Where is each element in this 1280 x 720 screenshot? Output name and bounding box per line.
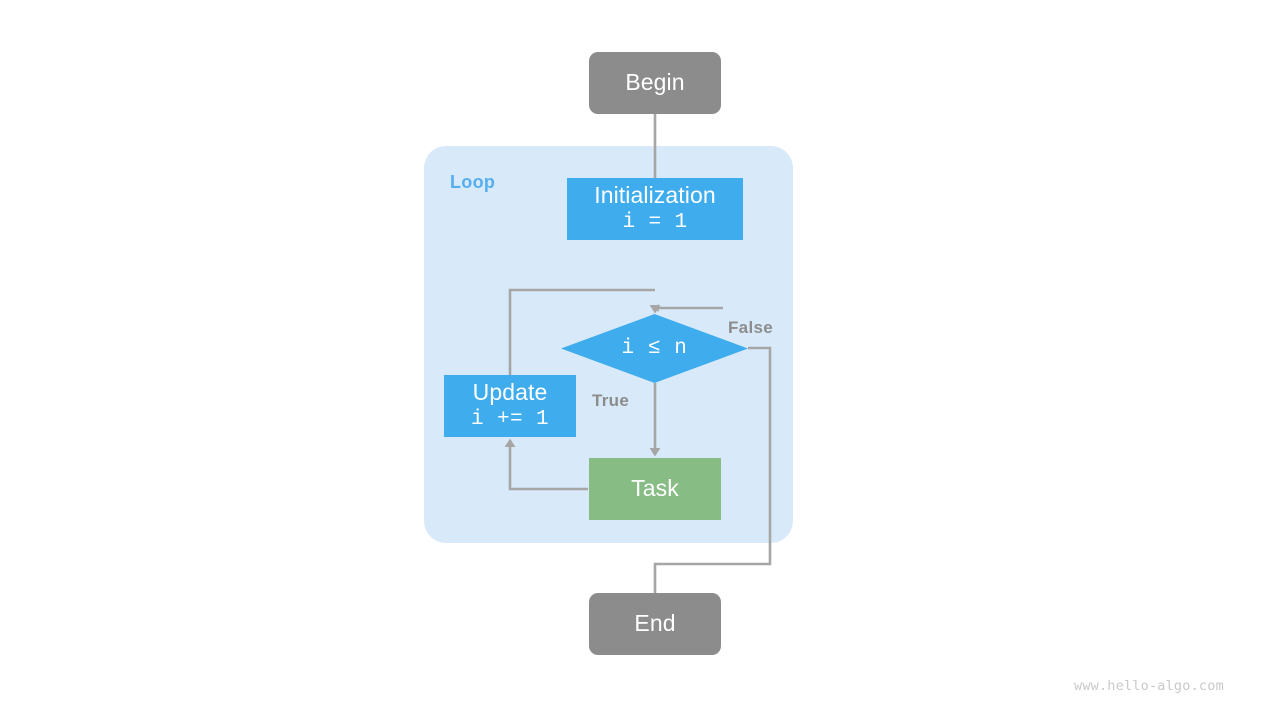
node-initialization[interactable]: Initialization i = 1 <box>567 178 743 240</box>
node-update-label: Update <box>472 379 548 406</box>
diamond-shape <box>561 314 748 383</box>
node-initialization-expression: i = 1 <box>622 211 688 235</box>
loop-group-label: Loop <box>450 172 496 192</box>
node-task[interactable]: Task <box>589 458 721 520</box>
node-end-label: End <box>634 610 676 637</box>
node-update-expression: i += 1 <box>470 408 549 432</box>
node-update[interactable]: Update i += 1 <box>444 375 576 437</box>
node-task-label: Task <box>631 475 679 502</box>
node-initialization-label: Initialization <box>594 182 716 209</box>
node-condition-label: i ≤ n <box>621 337 688 360</box>
node-begin-label: Begin <box>625 69 685 96</box>
edge-label-false: False <box>728 318 773 337</box>
watermark: www.hello-algo.com <box>1074 678 1224 694</box>
node-begin[interactable]: Begin <box>589 52 721 114</box>
edge-label-true: True <box>592 391 630 410</box>
node-end[interactable]: End <box>589 593 721 655</box>
node-condition[interactable]: i ≤ n <box>561 314 748 383</box>
